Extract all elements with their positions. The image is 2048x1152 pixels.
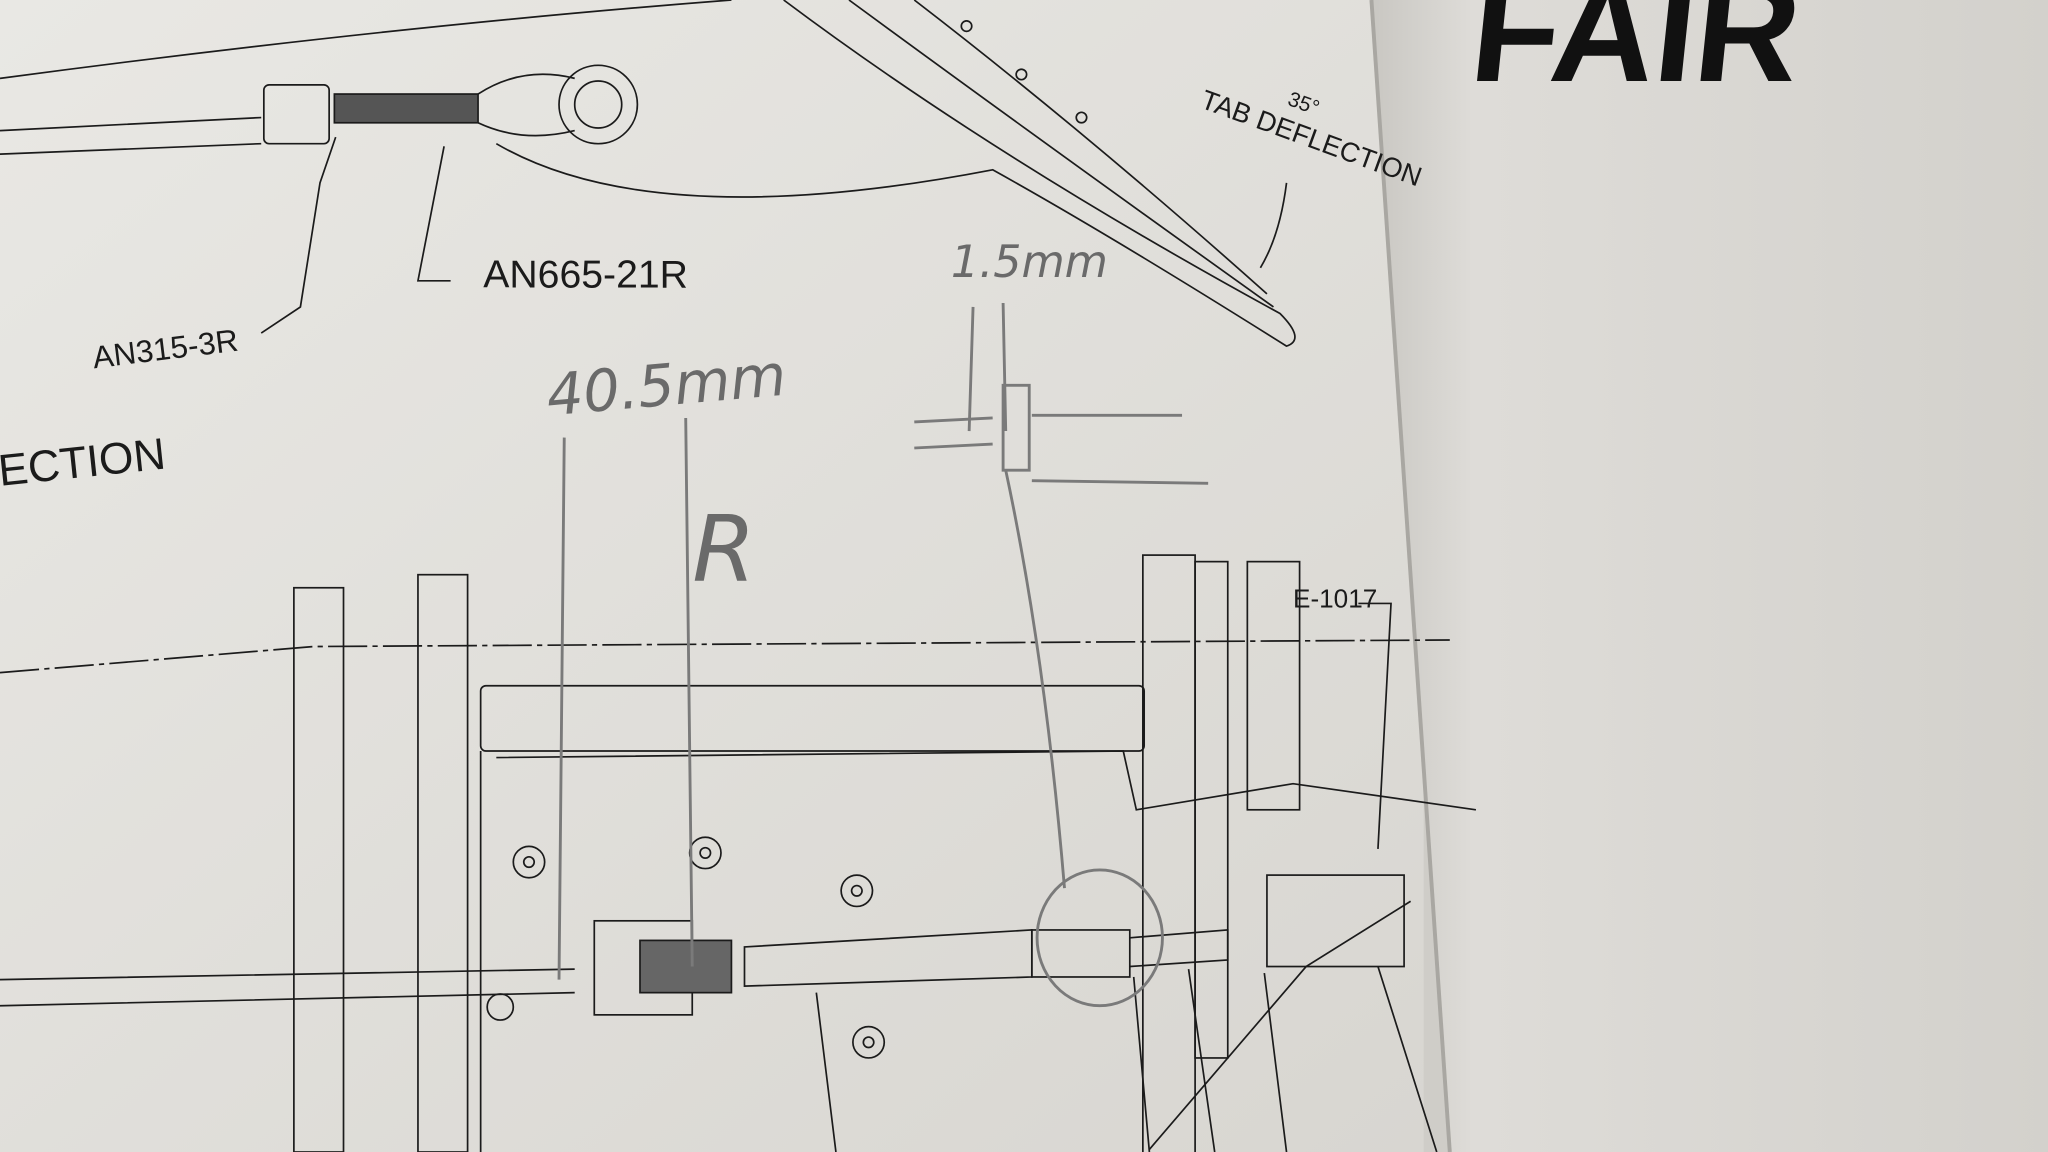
pencil-dimension-lines [557,417,694,980]
spar-mid [417,573,469,1152]
break-line [0,639,1450,674]
top-rod [0,116,262,155]
rod-end-lower [1129,929,1229,968]
leader-lines-lower [815,966,1438,1152]
rod-sleeve [262,84,330,145]
pushrod-end [1030,929,1131,978]
pencil-sketch [914,413,1209,485]
upper-bracket [479,684,1146,752]
lower-thread [639,939,733,994]
leader-tab [1259,182,1288,269]
pencil-gap-lines [967,302,1008,432]
lower-rod [0,968,575,1007]
rod-end-bearing [558,64,639,145]
pencil-circle [1035,868,1164,1008]
handwritten-side: R [692,496,756,603]
hinge-pin [1194,560,1229,1059]
leader-an315 [260,136,337,334]
handwritten-gap: 1.5mm [951,237,1108,288]
page-gutter [1369,0,1452,1152]
label-an665: AN665-21R [483,253,688,296]
leader-an665 [416,146,451,282]
label-e1017: E-1017 [1293,583,1377,613]
right-page [1371,0,2048,1152]
upper-cable [0,0,732,80]
flange-holes [486,836,886,1059]
spar-left [293,586,345,1152]
pencil-pointer [1004,469,1066,889]
trim-tab [495,0,1296,348]
threaded-rod [333,93,479,124]
horn-bracket [1266,874,1405,968]
leader-e1017 [1358,602,1392,850]
rod-end [477,73,575,137]
hinge-right [1246,560,1301,811]
facing-page-heading: FAIR [1464,0,1808,112]
